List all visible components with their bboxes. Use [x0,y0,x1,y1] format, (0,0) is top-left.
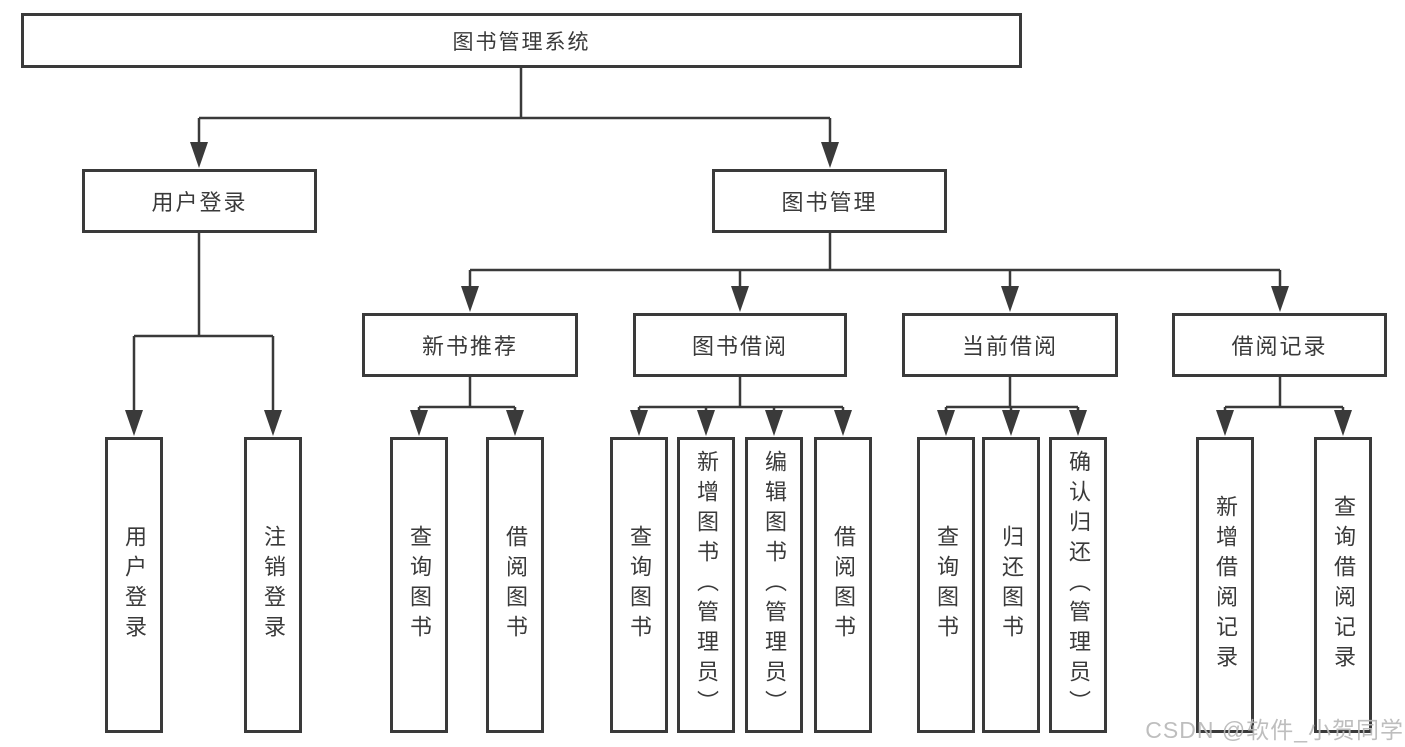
node-label: 查询图书 [627,525,652,645]
node-library-management-system: 图书管理系统 [21,13,1022,68]
leaf-return-books: 归还图书 [982,437,1040,733]
leaf-confirm-return-admin: 确认归还（管理员） [1049,437,1107,733]
leaf-query-books-recommend: 查询图书 [390,437,448,733]
node-label: 用户登录 [122,525,147,645]
node-new-book-recommend: 新书推荐 [362,313,578,377]
leaf-user-login: 用户登录 [105,437,163,733]
node-label: 新书推荐 [421,334,518,359]
csdn-watermark: CSDN @软件_小贺同学 [1145,717,1404,743]
leaf-logout-login: 注销登录 [244,437,302,733]
node-label: 编辑图书（管理员） [762,450,787,720]
leaf-query-borrow-record: 查询借阅记录 [1314,437,1372,733]
leaf-borrow-books: 借阅图书 [814,437,872,733]
node-book-management: 图书管理 [712,169,947,233]
node-label: 查询图书 [934,525,959,645]
node-label: 图书管理系统 [452,30,591,54]
node-label: 图书管理 [781,190,878,215]
node-label: 归还图书 [999,525,1024,645]
node-label: 新增图书（管理员） [694,450,719,720]
node-label: 新增借阅记录 [1213,495,1238,675]
node-label: 查询借阅记录 [1331,495,1356,675]
node-label: 借阅图书 [831,525,856,645]
leaf-query-books-borrow: 查询图书 [610,437,668,733]
node-borrow-records: 借阅记录 [1172,313,1387,377]
leaf-edit-book-admin: 编辑图书（管理员） [745,437,803,733]
node-book-borrow: 图书借阅 [633,313,847,377]
node-label: 查询图书 [407,525,432,645]
node-label: 确认归还（管理员） [1066,450,1091,720]
node-label: 当前借阅 [961,334,1058,359]
node-label: 借阅图书 [503,525,528,645]
leaf-borrow-books-recommend: 借阅图书 [486,437,544,733]
leaf-query-books-current: 查询图书 [917,437,975,733]
node-label: 注销登录 [261,525,286,645]
leaf-add-book-admin: 新增图书（管理员） [677,437,735,733]
node-label: 图书借阅 [691,334,788,359]
leaf-add-borrow-record: 新增借阅记录 [1196,437,1254,733]
node-label: 借阅记录 [1231,334,1328,359]
node-current-borrow: 当前借阅 [902,313,1118,377]
node-label: 用户登录 [151,190,248,215]
node-user-login: 用户登录 [82,169,317,233]
